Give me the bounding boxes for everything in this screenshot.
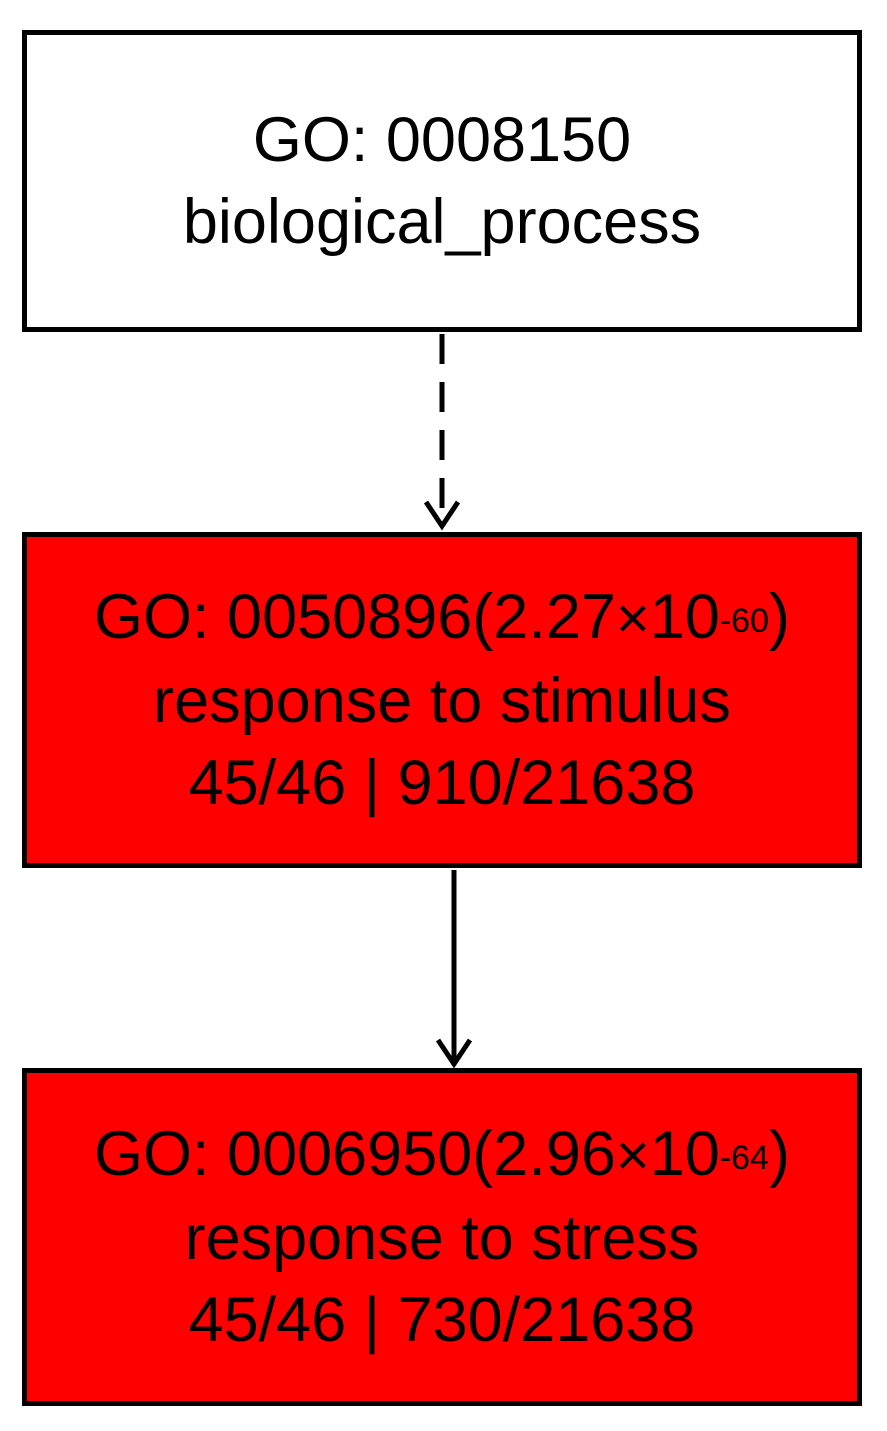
pvalue-base: 10	[649, 1119, 720, 1189]
node-counts-label: 45/46 | 910/21638	[188, 748, 696, 818]
pvalue-times: ×	[615, 1123, 650, 1188]
pvalue-base: 10	[649, 582, 720, 652]
node-response-to-stress: GO: 0006950(2.96×10-64) response to stre…	[22, 1068, 862, 1406]
node-id: GO: 0006950	[94, 1119, 473, 1189]
node-term-label: response to stress	[184, 1203, 700, 1273]
arrowhead-dashed	[423, 500, 461, 531]
node-term-label: response to stimulus	[153, 666, 731, 736]
pvalue-exponent: -64	[719, 1139, 769, 1177]
node-biological-process: GO: 0008150 biological_process	[22, 30, 862, 332]
pvalue-exponent: -60	[719, 602, 769, 640]
node-counts-label: 45/46 | 730/21638	[188, 1285, 696, 1355]
arrowhead-solid	[435, 1038, 473, 1069]
pvalue-mantissa: 2.96	[493, 1119, 616, 1189]
pvalue-times: ×	[615, 586, 650, 651]
node-response-to-stimulus: GO: 0050896(2.27×10-60) response to stim…	[22, 532, 862, 868]
node-id: GO: 0050896	[94, 582, 473, 652]
pvalue-mantissa: 2.27	[493, 582, 616, 652]
node-id-pvalue-label: GO: 0050896(2.27×10-60)	[94, 582, 790, 652]
node-id-label: GO: 0008150	[252, 105, 632, 175]
node-id-pvalue-label: GO: 0006950(2.96×10-64)	[94, 1119, 790, 1189]
node-term-label: biological_process	[182, 187, 702, 257]
